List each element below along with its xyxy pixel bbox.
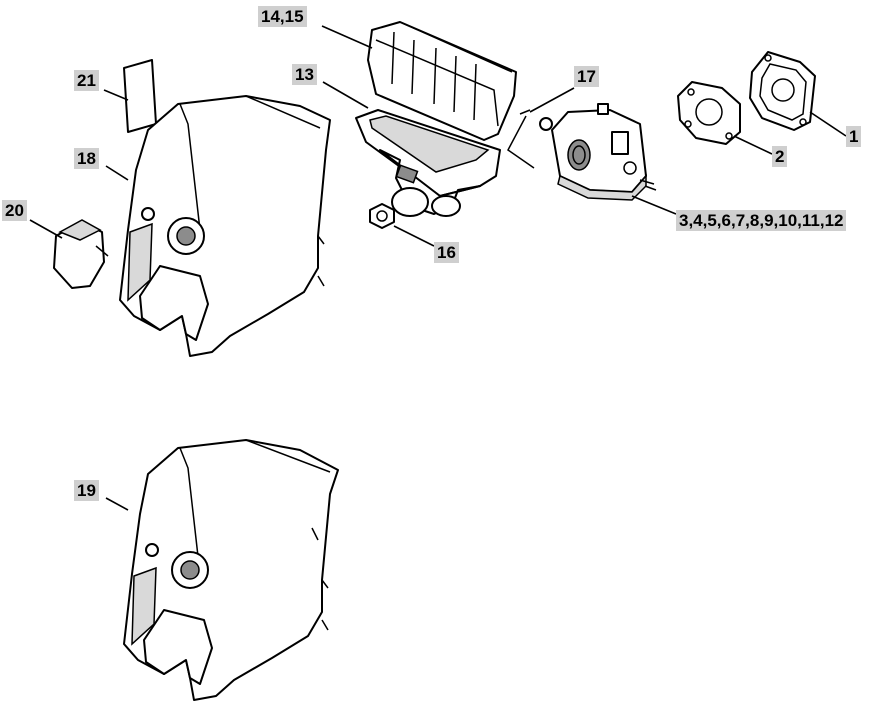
callout-3-12: 3,4,5,6,7,8,9,10,11,12 xyxy=(676,210,847,231)
air-filter-base-icon xyxy=(355,109,501,217)
air-filter-icon xyxy=(367,21,517,141)
label-icon xyxy=(123,59,157,133)
callout-16: 16 xyxy=(434,242,459,263)
callout-13: 13 xyxy=(292,64,317,85)
callout-17: 17 xyxy=(574,66,599,87)
shroud-icon xyxy=(119,95,331,357)
carburetor-icon xyxy=(539,103,657,201)
choke-rod-icon xyxy=(507,109,535,169)
callout-1: 1 xyxy=(846,126,862,147)
callout-2: 2 xyxy=(772,146,788,167)
callout-19: 19 xyxy=(74,480,99,501)
shroud-alt-icon xyxy=(123,439,339,701)
callout-18: 18 xyxy=(74,148,99,169)
gasket-icon xyxy=(749,51,816,131)
nut-icon xyxy=(369,203,395,229)
callout-20: 20 xyxy=(2,200,27,221)
callout-21: 21 xyxy=(74,70,99,91)
callout-14-15: 14,15 xyxy=(258,6,307,27)
spacer-gasket-icon xyxy=(677,81,741,145)
knob-icon xyxy=(53,219,109,289)
leader-lines xyxy=(29,25,847,511)
